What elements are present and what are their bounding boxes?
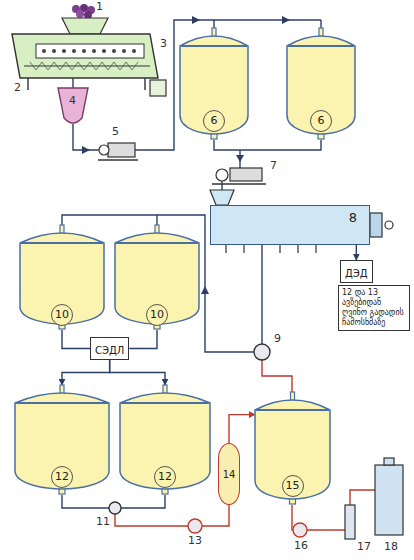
callout-number: 17	[357, 541, 371, 554]
pump-symbol	[98, 143, 138, 160]
callout-number: 18	[384, 541, 398, 554]
storage-tank: 12	[120, 385, 210, 495]
process-box: ДЭД	[340, 260, 373, 283]
callout-number: 2	[14, 82, 21, 95]
callout-number: 7	[270, 160, 277, 173]
node-label: 10	[146, 304, 168, 326]
storage-tank: 15	[255, 392, 330, 505]
pipe-connector	[129, 330, 157, 349]
callout-number: 11	[96, 516, 110, 529]
stem-bin	[150, 80, 166, 96]
storage-tank: 6	[287, 28, 355, 140]
note-text: 12 და 13 ავზებიდან ღვინო გადადის ჩამოსხმ…	[342, 288, 406, 328]
press-unit: 8	[210, 205, 370, 245]
callout-number: 3	[160, 38, 167, 51]
node-label: ДЭД	[345, 268, 368, 279]
pipe-connector	[110, 360, 165, 385]
storage-tank: 12	[15, 385, 109, 495]
bottling-unit	[375, 458, 403, 535]
pump-symbol	[109, 502, 121, 514]
callout-number: 5	[112, 126, 119, 139]
node-label: 14	[223, 469, 236, 480]
callout-number: 13	[188, 535, 202, 548]
filter-symbol	[345, 505, 355, 539]
pipe-connector	[229, 415, 255, 443]
node-label: 10	[51, 304, 73, 326]
storage-tank: 10	[115, 225, 199, 330]
pipe-connector	[356, 245, 357, 260]
node-label: 8	[349, 210, 357, 225]
crusher-destemmer	[12, 34, 158, 90]
press-parts	[210, 190, 393, 253]
node-label: 15	[282, 475, 304, 497]
process-box: СЭДЛ	[90, 337, 129, 360]
pump-symbol	[254, 344, 270, 360]
storage-tank: 6	[180, 28, 248, 140]
callout-number: 4	[69, 95, 76, 108]
note-box: 12 და 13 ავზებიდან ღვინო გადადის ჩამოსხმ…	[338, 285, 410, 331]
node-label: СЭДЛ	[95, 345, 124, 356]
buffer-vessel: 14	[218, 443, 240, 505]
callout-number: 9	[274, 333, 281, 346]
must-collector	[58, 88, 88, 123]
callout-number: 1	[96, 1, 103, 14]
pipe-connector	[62, 330, 90, 349]
callout-number: 16	[294, 540, 308, 553]
red-pipe-lines	[115, 360, 375, 530]
pump-symbol	[293, 523, 307, 537]
pump-symbol	[212, 168, 266, 184]
pipe-connector	[62, 360, 110, 385]
storage-tank: 10	[20, 225, 104, 330]
pump-symbol	[188, 519, 202, 533]
